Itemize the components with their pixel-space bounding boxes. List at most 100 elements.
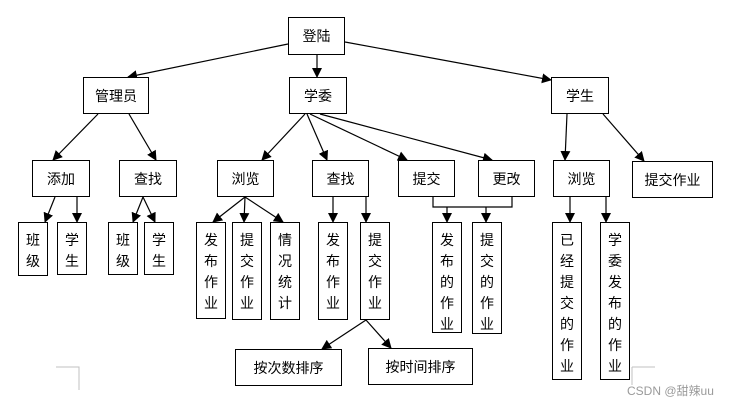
node-char: 提: [480, 233, 494, 249]
node-char: 业: [326, 296, 340, 312]
edge-admin-find-to-admin-find-student: [142, 196, 156, 223]
node-monitor: 学委: [289, 77, 347, 114]
edge-find-submitted-to-sort-by-time: [365, 319, 392, 349]
edge-monitor-to-monitor-find: [306, 113, 328, 161]
node-admin-find-class: 班级: [108, 222, 138, 275]
node-char: 交: [560, 296, 574, 312]
node-label: 按时间排序: [385, 359, 456, 376]
node-char: 统: [278, 275, 292, 291]
edge-monitor-to-monitor-modify: [319, 113, 493, 163]
edge-monitor-to-monitor-browse: [261, 113, 306, 161]
node-admin-add: 添加: [32, 160, 90, 197]
node-label: 学委: [304, 88, 332, 105]
crop-mark-right: [631, 366, 655, 385]
edges-layer: [43, 41, 645, 350]
node-browse-stats: 情况统计: [270, 222, 300, 320]
node-char: 业: [560, 359, 574, 375]
node-admin-add-student: 学生: [57, 222, 87, 275]
node-char: 已: [560, 233, 574, 249]
node-char: 作: [480, 296, 494, 312]
node-char: 提: [560, 275, 574, 291]
edge-monitor-browse-to-browse-submitted: [239, 196, 250, 223]
node-char: 班: [116, 233, 130, 249]
node-char: 级: [26, 254, 40, 270]
node-char: 发: [608, 275, 622, 291]
node-char: 班: [26, 233, 40, 249]
node-char: 的: [440, 275, 454, 291]
node-label: 登陆: [302, 29, 331, 45]
edge-login-to-admin: [127, 43, 289, 81]
node-monitor-find: 查找: [312, 160, 369, 197]
edge-student-to-student-browse: [560, 113, 571, 161]
node-label: 查找: [326, 171, 355, 188]
node-admin-find-student: 学生: [144, 222, 174, 275]
node-char: 作: [204, 275, 218, 291]
node-char: 作: [240, 275, 254, 291]
node-char: 布: [204, 254, 218, 270]
node-browse-submitted: 提交作业: [232, 222, 262, 320]
node-label: 浏览: [231, 171, 260, 188]
node-char: 的: [608, 317, 622, 333]
node-char: 交: [480, 254, 494, 270]
node-admin-find: 查找: [119, 160, 177, 197]
node-char: 的: [560, 317, 574, 333]
node-char: 业: [240, 296, 254, 312]
node-label: 添加: [47, 171, 75, 188]
node-char: 委: [608, 254, 622, 270]
node-char: 情: [278, 233, 292, 249]
node-label: 学生: [566, 88, 594, 105]
edge-admin-find-to-admin-find-class: [131, 196, 144, 223]
node-char: 交: [240, 254, 254, 270]
node-label: 按次数排序: [253, 360, 324, 377]
node-label: 提交作业: [644, 172, 701, 189]
node-char: 业: [480, 317, 494, 333]
edge-admin-to-admin-find: [128, 113, 157, 161]
node-student-submitted: 已经提交的作业: [552, 222, 582, 380]
node-char: 学: [152, 233, 166, 249]
node-admin: 管理员: [83, 77, 149, 114]
node-student-browse: 浏览: [553, 160, 610, 197]
node-label: 浏览: [567, 171, 596, 188]
node-sm-submitted: 提交的作业: [472, 222, 502, 334]
edge-find-submitted-to-sort-by-count: [321, 319, 367, 350]
edge-login-to-student: [344, 41, 552, 84]
node-monitor-browse: 浏览: [217, 160, 274, 197]
node-char: 业: [608, 359, 622, 375]
watermark: CSDN @甜辣uu: [627, 384, 714, 398]
node-label: 查找: [134, 171, 162, 188]
edge-monitor-browse-to-browse-published: [212, 196, 246, 223]
node-char: 发: [204, 233, 218, 249]
node-char: 布: [326, 254, 340, 270]
node-char: 作: [368, 275, 382, 291]
node-char: 布: [608, 296, 622, 312]
node-label: 管理员: [95, 88, 137, 105]
node-char: 作: [560, 338, 574, 354]
node-char: 业: [204, 296, 218, 312]
node-student-monitor-published: 学委发布的作业: [600, 222, 630, 380]
node-char: 生: [152, 254, 166, 270]
node-char: 学: [65, 233, 79, 249]
node-label: 提交: [412, 171, 441, 188]
node-char: 生: [65, 254, 79, 270]
node-student: 学生: [551, 77, 609, 114]
node-char: 况: [278, 254, 292, 270]
node-char: 作: [440, 296, 454, 312]
node-char: 业: [440, 317, 454, 333]
node-admin-add-class: 班级: [18, 222, 48, 276]
node-char: 作: [608, 338, 622, 354]
node-browse-published: 发布作业: [196, 222, 226, 319]
edge-monitor-to-monitor-submit: [309, 113, 408, 161]
edge-bracket-submit-modify: [432, 197, 513, 208]
node-char: 的: [480, 275, 494, 291]
node-sort-by-time: 按时间排序: [368, 348, 473, 385]
node-char: 布: [440, 254, 454, 270]
node-char: 交: [368, 254, 382, 270]
node-char: 级: [116, 254, 130, 270]
node-sm-published: 发布的作业: [432, 222, 462, 333]
edge-monitor-browse-to-browse-stats: [244, 196, 284, 223]
edge-admin-to-admin-add: [52, 113, 99, 161]
edge-student-to-student-submit: [602, 113, 645, 162]
node-char: 经: [560, 254, 574, 270]
node-char: 提: [240, 233, 254, 249]
